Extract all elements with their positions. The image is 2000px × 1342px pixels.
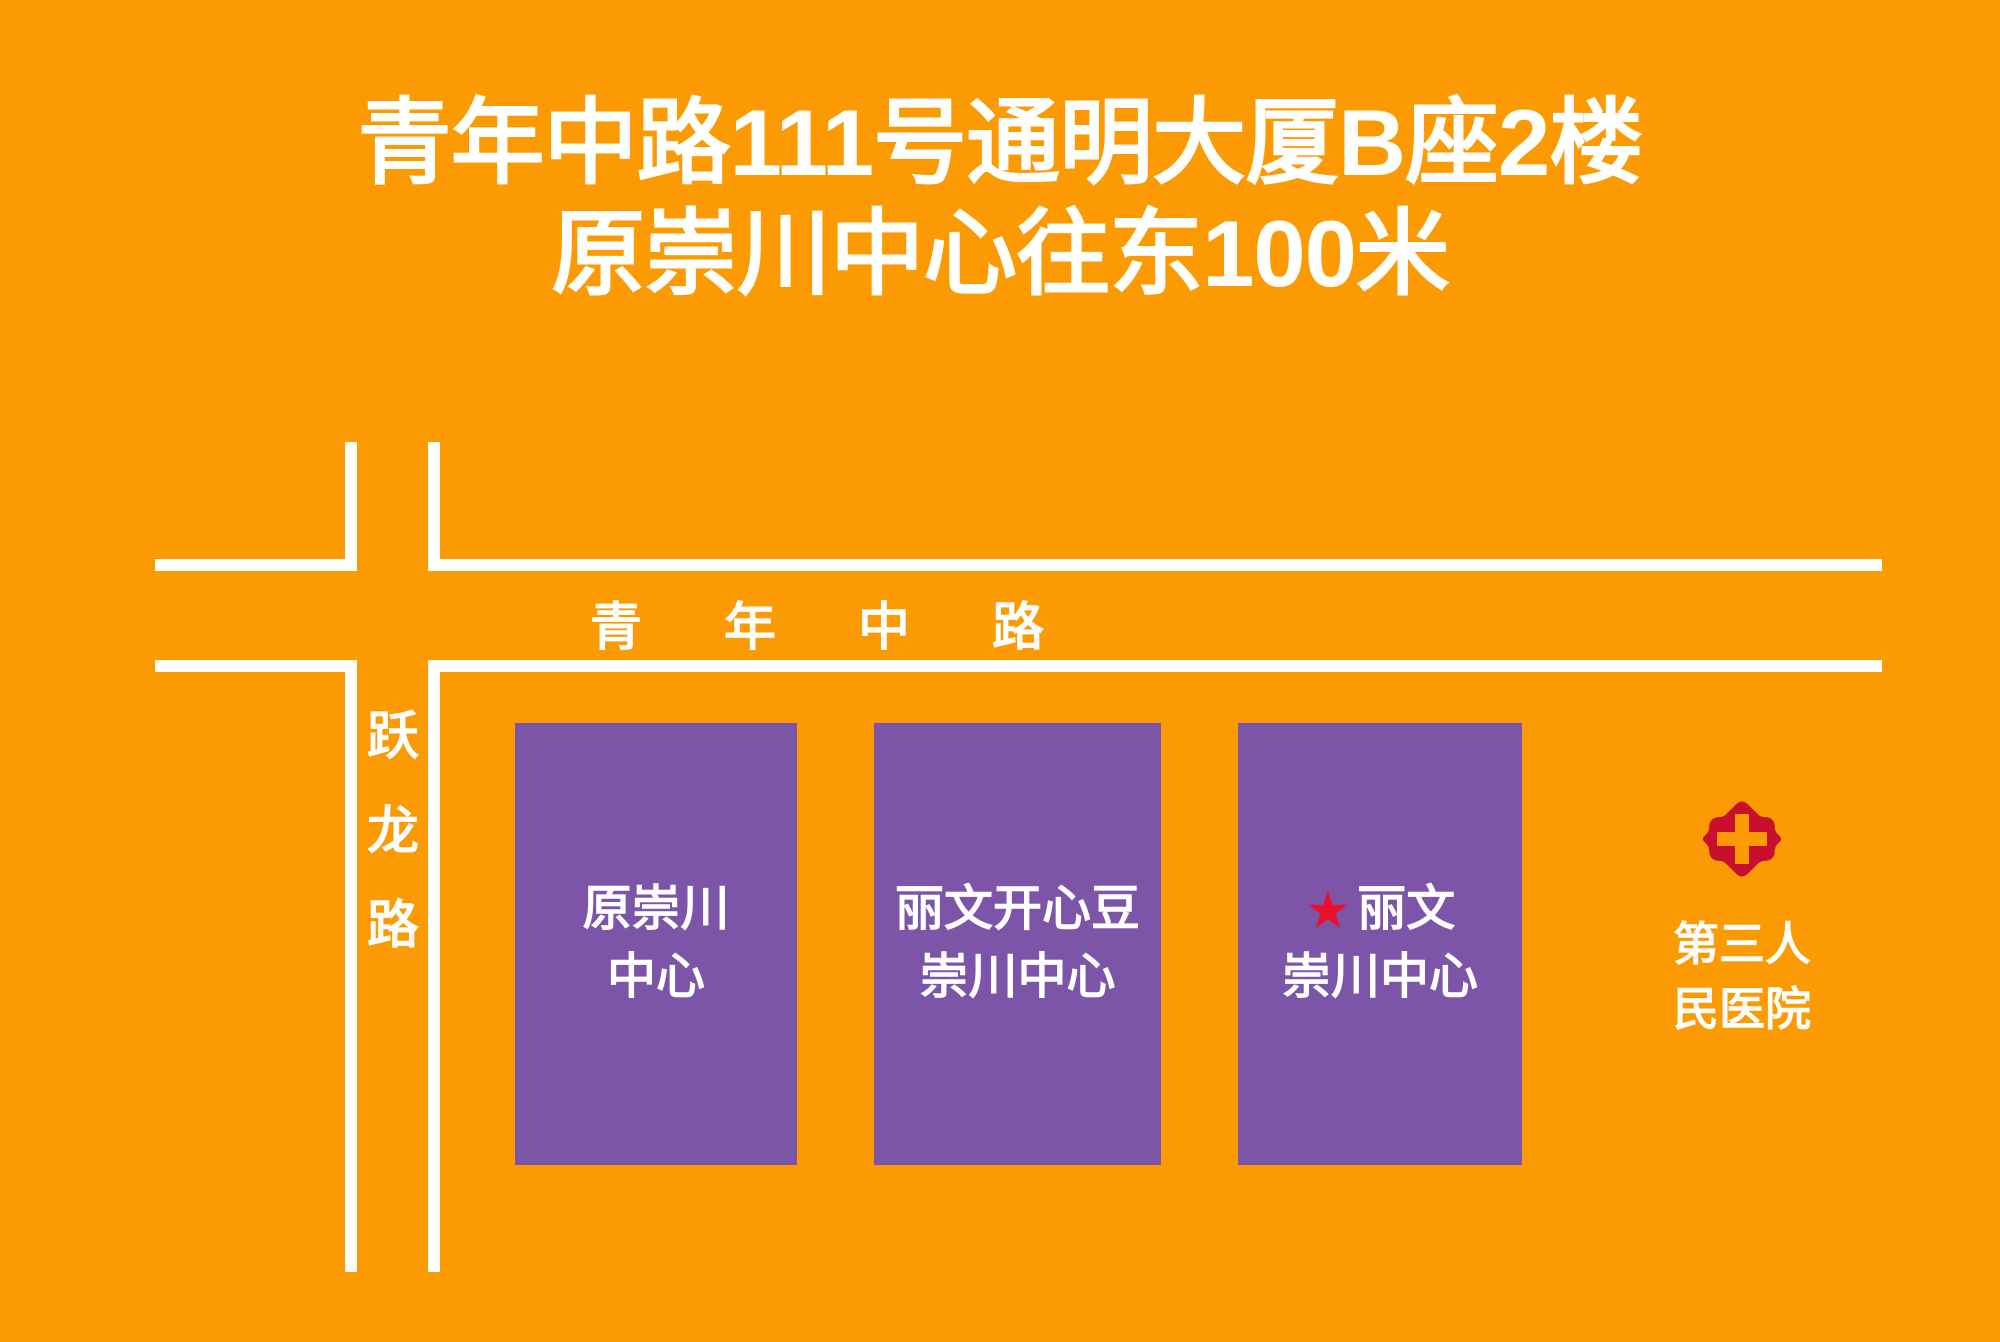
star-marker-icon: ★ [1304,882,1352,941]
road-vertical-right-edge-lower [428,660,440,1272]
road-label-yuelong-lu: 跃 龙 路 [366,708,419,956]
road-vertical-left-edge-upper [345,442,357,571]
road-horizontal-bottom-edge-left [155,660,351,672]
building-block-1[interactable]: 原崇川 中心 [515,723,797,1165]
title-line-1: 青年中路111号通明大厦B座2楼 [357,90,1644,195]
road-horizontal-top-edge-left [155,559,351,571]
building-1-line-1: 原崇川 [582,882,730,937]
poi-hospital[interactable]: 第三人 民医院 [1632,800,1852,1043]
building-3-line-1-row: ★ 丽文 [1305,876,1456,944]
building-2-line-2: 崇川中心 [919,950,1116,1004]
hospital-cross-icon [1703,801,1781,877]
building-block-3-target[interactable]: ★ 丽文 崇川中心 [1238,723,1522,1165]
building-1-line-2: 中心 [606,950,705,1004]
road-vertical-right-edge-upper [428,442,440,571]
road-vertical-left-edge-lower [345,660,357,1272]
title-line-2: 原崇川中心往东100米 [551,200,1450,306]
road-horizontal-top-edge-right [440,559,1882,571]
building-3-line-2: 崇川中心 [1281,950,1478,1004]
building-2-line-1: 丽文开心豆 [894,882,1140,937]
poi-hospital-label: 第三人 民医院 [1673,918,1811,1036]
building-3-line-1: 丽文 [1357,882,1456,937]
road-label-qingnian-zhong-lu: 青年中路 [590,599,1127,657]
building-block-2[interactable]: 丽文开心豆 崇川中心 [874,723,1161,1165]
page-title: 青年中路111号通明大厦B座2楼 原崇川中心往东100米 [0,88,2000,310]
road-horizontal-bottom-edge-right [440,660,1882,672]
